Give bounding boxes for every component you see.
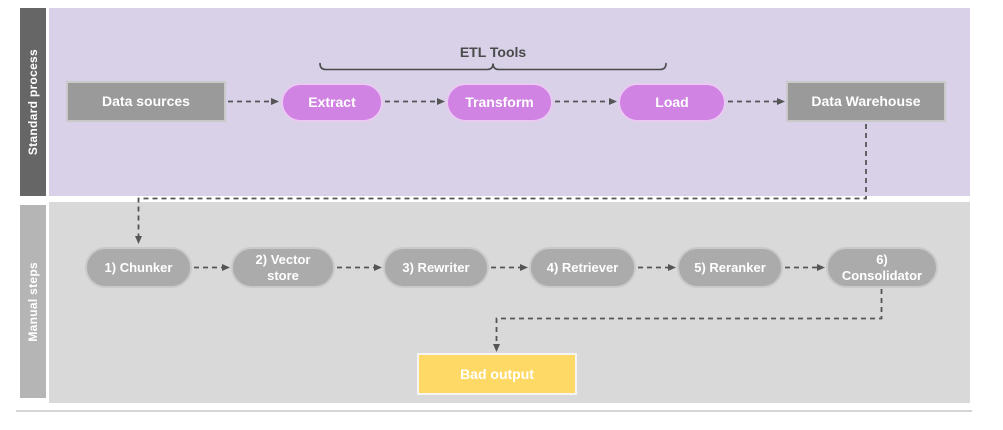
- node-vector-store[interactable]: 2) Vector store: [231, 247, 335, 288]
- node-extract[interactable]: Extract: [281, 83, 383, 122]
- node-rewriter[interactable]: 3) Rewriter: [383, 247, 489, 288]
- node-bad-output-label: Bad output: [460, 365, 534, 382]
- node-transform[interactable]: Transform: [446, 83, 553, 122]
- node-data-warehouse[interactable]: Data Warehouse: [786, 81, 946, 122]
- lane-manual-steps-label: Manual steps: [26, 261, 40, 342]
- node-bad-output[interactable]: Bad output: [417, 353, 577, 395]
- node-transform-label: Transform: [465, 94, 534, 111]
- node-data-sources[interactable]: Data sources: [66, 81, 226, 122]
- node-consolidator[interactable]: 6) Consolidator: [826, 247, 938, 288]
- node-data-warehouse-label: Data Warehouse: [811, 93, 921, 110]
- node-reranker[interactable]: 5) Reranker: [677, 247, 783, 288]
- node-consolidator-label: 6) Consolidator: [841, 251, 923, 283]
- lane-manual-steps-bar: Manual steps: [20, 205, 46, 398]
- node-extract-label: Extract: [308, 94, 356, 111]
- node-data-sources-label: Data sources: [102, 93, 190, 110]
- node-reranker-label: 5) Reranker: [694, 259, 766, 275]
- node-chunker-label: 1) Chunker: [104, 259, 173, 275]
- node-load[interactable]: Load: [618, 83, 726, 122]
- node-retriever[interactable]: 4) Retriever: [529, 247, 636, 288]
- node-rewriter-label: 3) Rewriter: [402, 259, 470, 275]
- node-vector-store-label: 2) Vector store: [255, 251, 311, 283]
- node-load-label: Load: [655, 94, 689, 111]
- bottom-rule: [16, 410, 972, 412]
- lane-standard-process-bar: Standard process: [20, 8, 46, 196]
- node-retriever-label: 4) Retriever: [546, 259, 619, 275]
- etl-tools-label: ETL Tools: [459, 44, 527, 60]
- lane-standard-process-label: Standard process: [26, 48, 40, 156]
- node-chunker[interactable]: 1) Chunker: [85, 247, 192, 288]
